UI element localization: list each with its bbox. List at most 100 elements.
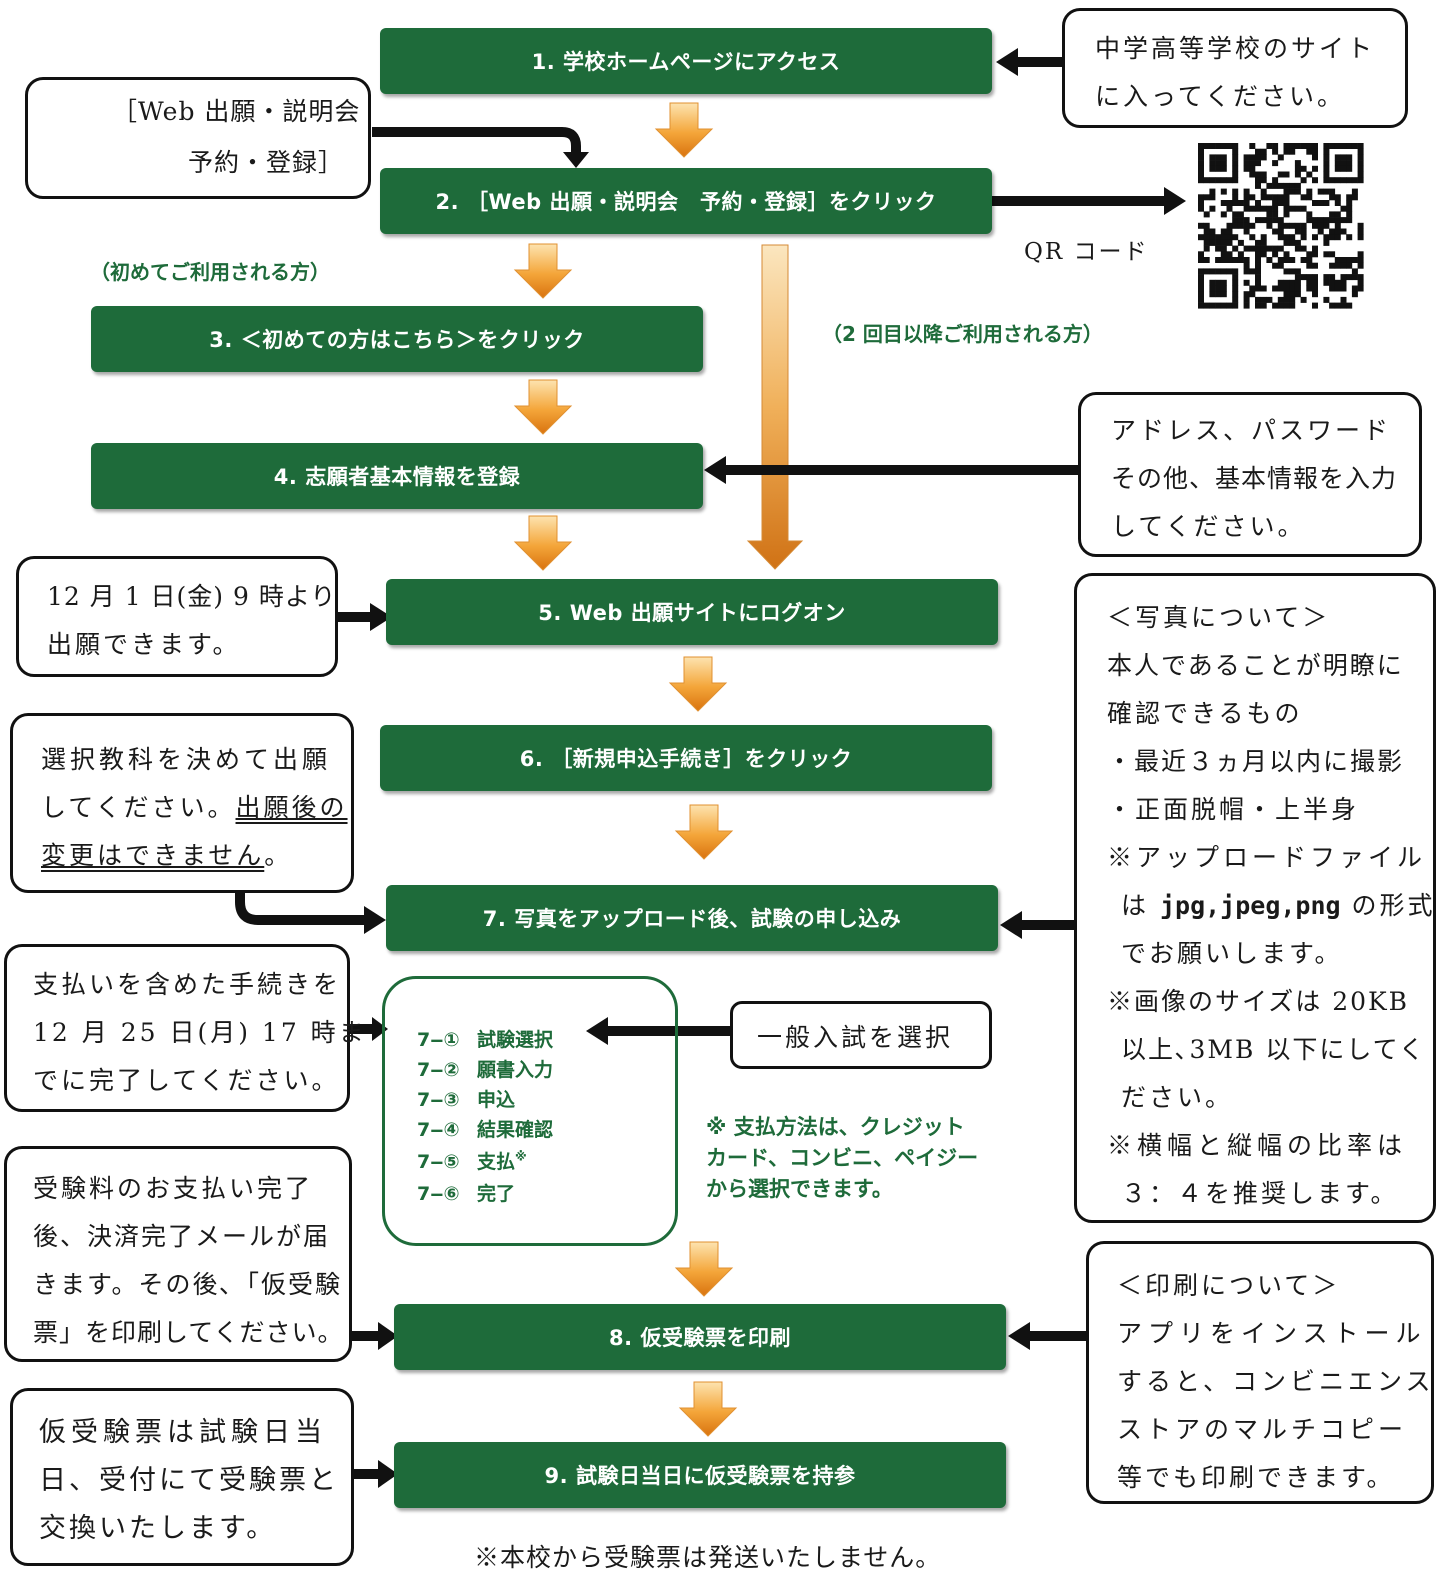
- qr-module: [1289, 296, 1296, 303]
- qr-module: [1340, 302, 1347, 309]
- qr-module: [1357, 154, 1364, 161]
- qr-module: [1215, 160, 1222, 167]
- qr-module: [1329, 143, 1336, 149]
- connector-arrows: [235, 57, 1168, 1479]
- qr-module: [1346, 160, 1353, 167]
- qr-module: [1283, 268, 1290, 275]
- qr-module: [1340, 274, 1347, 281]
- qr-module: [1334, 222, 1341, 229]
- qr-module: [1198, 234, 1204, 241]
- qr-module: [1312, 302, 1318, 309]
- qr-module: [1260, 171, 1267, 178]
- note-line: 変更はできません。: [41, 832, 351, 880]
- qr-module: [1243, 268, 1250, 275]
- qr-module: [1289, 268, 1296, 275]
- qr-module: [1283, 171, 1290, 178]
- qr-module: [1357, 262, 1364, 269]
- qr-module: [1272, 228, 1279, 235]
- qr-module: [1277, 228, 1284, 235]
- arrowheads: [364, 48, 1186, 1488]
- qr-module: [1255, 182, 1261, 189]
- qr-module: [1198, 302, 1204, 309]
- qr-module: [1289, 143, 1296, 149]
- qr-module: [1312, 217, 1318, 224]
- step-6-label: 6. ［新規申込手続き］をクリック: [519, 747, 853, 771]
- qr-module: [1249, 245, 1256, 252]
- qr-module: [1294, 182, 1301, 189]
- qr-module: [1323, 222, 1330, 229]
- qr-module: [1198, 251, 1204, 258]
- qr-module: [1198, 222, 1204, 229]
- qr-module: [1334, 143, 1341, 149]
- qr-module: [1255, 239, 1261, 246]
- qr-module: [1226, 222, 1233, 229]
- qr-module: [1351, 177, 1358, 184]
- qr-module: [1312, 154, 1318, 161]
- qr-module: [1294, 222, 1301, 229]
- note-line: でに完了してください。: [33, 1066, 340, 1095]
- qr-module: [1266, 217, 1273, 224]
- qr-module: [1255, 296, 1261, 303]
- qr-module: [1357, 274, 1364, 281]
- qr-module: [1346, 302, 1353, 309]
- qr-module: [1215, 245, 1222, 252]
- qr-module: [1243, 160, 1250, 167]
- qr-module: [1198, 268, 1204, 275]
- note-line: ・正面脱帽・上半身: [1107, 795, 1360, 824]
- note-mail: 受験料のお支払い完了 後、決済完了メールが届 きます。その後､「仮受験 票」を印…: [4, 1146, 352, 1362]
- qr-module: [1203, 143, 1210, 149]
- qr-module: [1294, 268, 1301, 275]
- second-time-label: （2 回目以降ご利用される方）: [822, 322, 1103, 346]
- qr-module: [1283, 285, 1290, 292]
- qr-module: [1340, 285, 1347, 292]
- qr-module: [1198, 296, 1204, 303]
- qr-module: [1277, 262, 1284, 269]
- qr-module: [1198, 274, 1204, 281]
- qr-module: [1351, 194, 1358, 201]
- note-line: 後、決済完了メールが届: [33, 1222, 331, 1251]
- qr-module: [1255, 171, 1261, 178]
- qr-module: [1277, 257, 1284, 263]
- qr-module: [1226, 251, 1233, 258]
- qr-module: [1289, 222, 1296, 229]
- qr-module: [1340, 143, 1347, 149]
- qr-module: [1329, 177, 1336, 184]
- qr-module: [1323, 217, 1330, 224]
- qr-module: [1243, 279, 1250, 286]
- qr-module: [1329, 211, 1336, 218]
- qr-module: [1249, 268, 1256, 275]
- qr-module: [1255, 257, 1261, 263]
- qr-module: [1260, 285, 1267, 292]
- qr-module: [1249, 194, 1256, 201]
- note-line: 中学高等学校のサイト: [1095, 34, 1376, 63]
- qr-module: [1220, 200, 1227, 206]
- substep-label: 完了: [477, 1183, 516, 1205]
- note-line: その他、基本情報を入力: [1111, 464, 1398, 493]
- qr-module: [1277, 154, 1284, 161]
- qr-module: [1283, 302, 1290, 309]
- payment-note: ※ 支払方法は、クレジット カード、コンビニ、ペイジー から選択できます。: [706, 1112, 978, 1205]
- qr-module: [1346, 143, 1353, 149]
- qr-module: [1329, 279, 1336, 286]
- qr-module: [1300, 245, 1307, 252]
- qr-module: [1232, 285, 1239, 292]
- qr-module: [1346, 262, 1353, 269]
- qr-module: [1329, 217, 1336, 224]
- qr-module: [1357, 257, 1364, 263]
- qr-module: [1232, 274, 1239, 281]
- note-open-date: 12 月 1 日(金) 9 時より 出願できます。: [16, 556, 338, 677]
- qr-module: [1203, 177, 1210, 184]
- qr-module: [1266, 194, 1273, 201]
- qr-module: [1294, 228, 1301, 235]
- qr-module: [1312, 222, 1318, 229]
- qr-module: [1215, 165, 1222, 172]
- qr-module: [1226, 228, 1233, 235]
- qr-module: [1283, 251, 1290, 258]
- qr-module: [1294, 171, 1301, 178]
- qr-module: [1294, 188, 1301, 195]
- qr-module: [1232, 245, 1239, 252]
- qr-module: [1209, 160, 1216, 167]
